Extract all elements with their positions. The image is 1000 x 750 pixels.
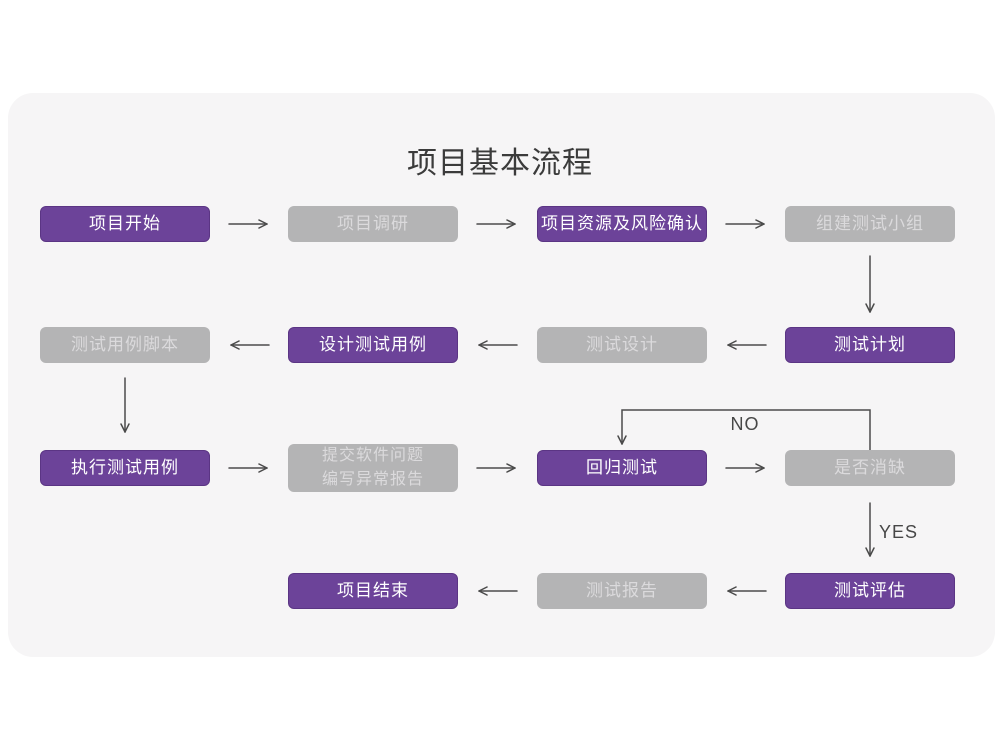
node-project-start: 项目开始: [40, 206, 210, 242]
edge-label-no: NO: [730, 414, 760, 434]
node-test-report: 测试报告: [537, 573, 707, 609]
flowchart-card: [8, 93, 995, 657]
node-execute-test-cases: 执行测试用例: [40, 450, 210, 486]
node-test-case-scripts: 测试用例脚本: [40, 327, 210, 363]
node-defect-resolved: 是否消缺: [785, 450, 955, 486]
node-regression-test: 回归测试: [537, 450, 707, 486]
node-build-test-team: 组建测试小组: [785, 206, 955, 242]
page-title: 项目基本流程: [407, 147, 593, 180]
node-test-design: 测试设计: [537, 327, 707, 363]
node-test-plan: 测试计划: [785, 327, 955, 363]
node-resources-risk-confirm: 项目资源及风险确认: [537, 206, 707, 242]
node-project-research: 项目调研: [288, 206, 458, 242]
node-project-end: 项目结束: [288, 573, 458, 609]
node-design-test-cases: 设计测试用例: [288, 327, 458, 363]
node-submit-issues-report: 提交软件问题 编写异常报告: [288, 444, 458, 492]
node-test-evaluation: 测试评估: [785, 573, 955, 609]
edge-label-yes: YES: [879, 522, 919, 542]
